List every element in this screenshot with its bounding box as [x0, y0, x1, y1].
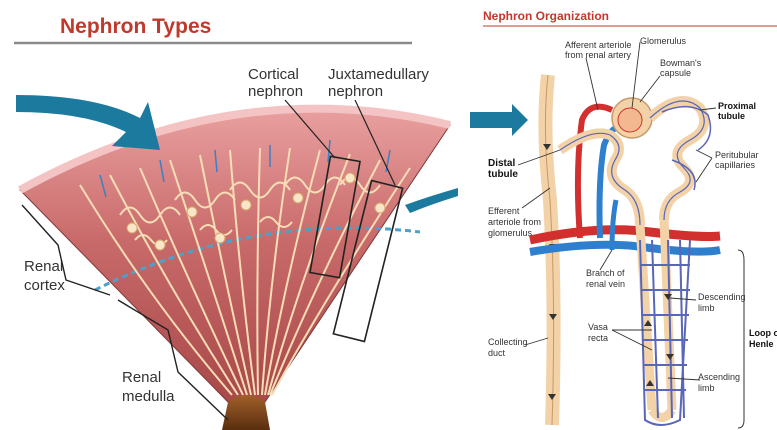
- renal-artery: [530, 230, 720, 240]
- left-panel-title: Nephron Types: [60, 15, 211, 38]
- bowmans-capsule-label-2: capsule: [660, 68, 691, 78]
- distal-tubule-label-2: tubule: [488, 169, 518, 180]
- entry-arrow-left: [16, 95, 160, 150]
- renal-vein-branch-label-2: renal vein: [586, 279, 625, 289]
- peritubular-label: Peritubular: [715, 150, 759, 160]
- renal-cortex-label-2: cortex: [24, 277, 65, 294]
- juxtamedullary-nephron-label-2: nephron: [328, 83, 383, 100]
- collecting-duct-label-2: duct: [488, 348, 506, 358]
- proximal-tubule: [650, 101, 704, 220]
- collecting-duct-label: Collecting: [488, 337, 528, 347]
- entry-arrow-right: [470, 104, 528, 136]
- renal-vein-branch-label: Branch of: [586, 268, 625, 278]
- cortical-nephron-label: Cortical: [248, 66, 299, 83]
- vasa-recta-label: Vasa: [588, 322, 608, 332]
- ascending-limb-label: Ascending: [698, 372, 740, 382]
- renal-vein: [530, 245, 720, 252]
- descending-limb-label-2: limb: [698, 303, 715, 313]
- loop-of-henle-bend: [652, 410, 672, 418]
- renal-medulla-label: Renal: [122, 369, 161, 386]
- glomerulus-ball: [618, 108, 642, 132]
- descending-limb-label: Descending: [698, 292, 746, 302]
- renal-medulla-label-2: medulla: [122, 388, 175, 405]
- proximal-tubule-label-2: tubule: [718, 111, 745, 121]
- peritubular-label-2: capillaries: [715, 160, 756, 170]
- bowmans-capsule-label: Bowman's: [660, 58, 702, 68]
- entry-arrow-tip: [405, 188, 458, 213]
- efferent-label: Efferent: [488, 206, 520, 216]
- proximal-tubule-label: Proximal: [718, 101, 756, 111]
- efferent-label-2: arteriole from: [488, 217, 541, 227]
- distal-tubule-label: Distal: [488, 158, 515, 169]
- juxtamedullary-nephron-label: Juxtamedullary: [328, 66, 429, 83]
- right-panel-title: Nephron Organization: [483, 9, 609, 23]
- right-panel: Nephron Organization: [470, 9, 777, 428]
- loop-of-henle-label: Loop o: [749, 328, 777, 338]
- loop-of-henle-bracket: [738, 250, 744, 428]
- afferent-label: Afferent arteriole: [565, 40, 631, 50]
- glomerulus-label: Glomerulus: [640, 36, 687, 46]
- left-panel: Nephron Types: [14, 15, 458, 430]
- efferent-label-3: glomerulus: [488, 228, 533, 238]
- afferent-label-2: from renal artery: [565, 50, 632, 60]
- ascending-limb-label-2: limb: [698, 383, 715, 393]
- vasa-recta-label-2: recta: [588, 333, 608, 343]
- loop-of-henle-label-2: Henle: [749, 339, 774, 349]
- cortical-nephron-label-2: nephron: [248, 83, 303, 100]
- renal-cortex-label: Renal: [24, 258, 63, 275]
